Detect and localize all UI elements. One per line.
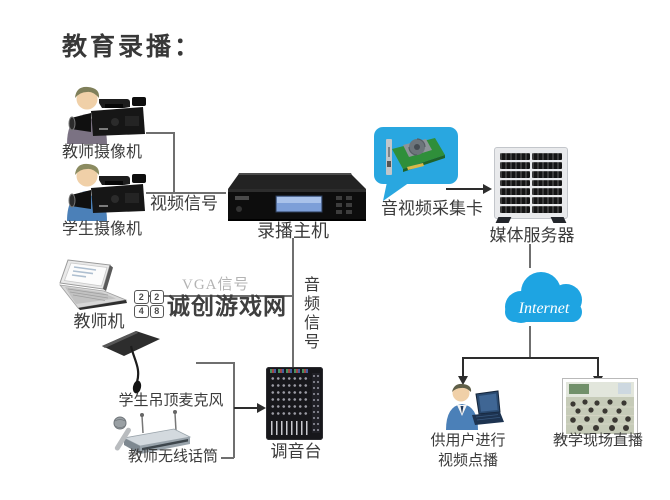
live-broadcast-label: 教学现场直播 — [552, 433, 643, 449]
edge-video-signal — [146, 192, 226, 194]
edge-wireless-mic — [221, 457, 234, 459]
student-ceiling-mic-icon — [102, 331, 160, 394]
teacher-camera-label: 教师摄像机 — [61, 144, 142, 161]
edge-vga — [134, 295, 293, 297]
capture-card-label: 音视频采集卡 — [381, 199, 483, 218]
recording-host-label: 录播主机 — [257, 221, 329, 241]
teacher-pc-icon — [59, 259, 128, 310]
capture-card-icon — [386, 137, 445, 175]
watermark-digit: 4 — [134, 304, 149, 318]
edge-teacher-camera — [146, 132, 174, 134]
arrowhead-to-server — [483, 184, 492, 194]
mixer-icon — [266, 367, 323, 440]
live-classroom-photo — [563, 379, 637, 437]
edge-host-mixer — [292, 238, 294, 368]
teacher-camera-icon — [67, 86, 146, 144]
edge-mics-to-mixer — [234, 407, 258, 409]
server-modules — [500, 153, 562, 213]
student-camera-label: 学生摄像机 — [61, 221, 142, 238]
teacher-pc-label: 教师机 — [73, 312, 125, 331]
arrowhead-vod — [458, 376, 468, 385]
mixer-label: 调音台 — [270, 442, 322, 461]
vod-user-icon — [446, 383, 504, 430]
audio-signal-label: 音频信号 — [301, 276, 318, 352]
mixer-top-strip — [270, 369, 310, 373]
page-title: 教育录播： — [62, 33, 203, 61]
classroom-image — [566, 382, 634, 434]
capture-card-bubble — [374, 127, 458, 184]
edge-camera-junction — [173, 132, 175, 193]
media-server-label: 媒体服务器 — [489, 226, 575, 245]
student-ceiling-mic-label: 学生吊顶麦克风 — [118, 393, 224, 409]
watermark-digit: 2 — [149, 290, 164, 304]
internet-cloud-icon: Internet — [505, 272, 582, 323]
edge-card-to-server — [446, 188, 484, 190]
edge-cloud-branch — [529, 326, 531, 358]
edge-branch-left — [462, 357, 464, 377]
vod-user-label-line2: 视频点播 — [437, 453, 498, 469]
mixer-right-panel — [312, 373, 320, 433]
watermark-digit: 2 — [134, 290, 149, 304]
internet-label: Internet — [518, 300, 570, 317]
edge-server-cloud — [529, 244, 531, 268]
student-camera-icon — [67, 163, 146, 221]
edge-branch-right — [597, 357, 599, 377]
vod-user-label-line1: 供用户进行 — [430, 433, 506, 449]
edge-ceiling-mic — [196, 362, 234, 364]
media-server-icon — [494, 147, 568, 223]
mixer-faders — [271, 421, 309, 435]
mixer-knobs — [270, 375, 310, 417]
edge-mic-junction — [233, 362, 235, 458]
watermark-digit: 8 — [149, 304, 164, 318]
watermark-text: 诚创游戏网 — [167, 293, 287, 319]
server-leg-left — [495, 217, 512, 223]
edge-branch-horizontal — [462, 357, 599, 359]
arrowhead-to-mixer — [257, 403, 266, 413]
teacher-wireless-mic-icon — [113, 410, 192, 454]
watermark-logo: 2 2 4 8 — [134, 290, 164, 318]
vga-signal-label: VGA信号 — [182, 277, 250, 293]
recording-host-icon — [228, 173, 366, 221]
bubble-tail — [383, 182, 410, 201]
teacher-wireless-mic-label: 教师无线话筒 — [127, 449, 218, 465]
video-signal-label: 视频信号 — [150, 194, 218, 213]
server-leg-right — [550, 217, 567, 223]
